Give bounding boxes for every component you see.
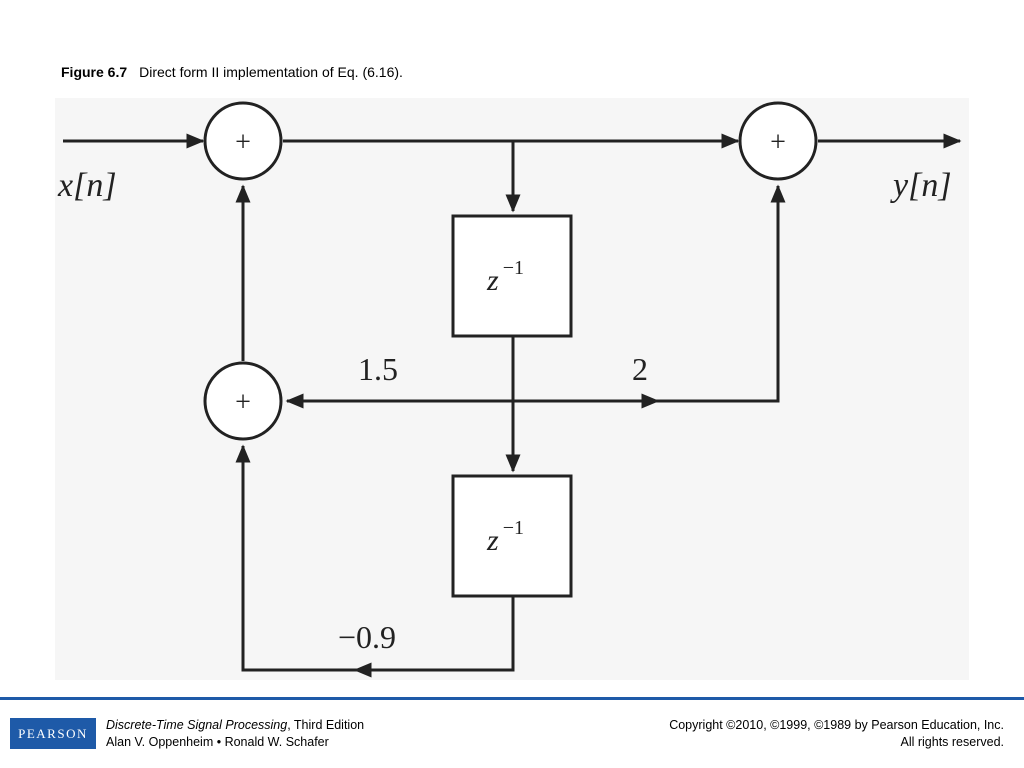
- pearson-logo: PEARSON: [10, 718, 96, 749]
- adder-feedback-symbol: +: [235, 387, 251, 418]
- book-edition: , Third Edition: [287, 718, 365, 732]
- book-info: Discrete-Time Signal Processing, Third E…: [106, 717, 364, 751]
- diagram-panel: + + + z−1 z−1 x[n] y[n] 1.5 2 −0.9: [55, 98, 969, 680]
- delay-1-base: z: [486, 264, 499, 297]
- delay-block-1: [451, 214, 573, 338]
- figure-number: Figure 6.7: [61, 64, 128, 80]
- rights-text: All rights reserved.: [900, 735, 1004, 749]
- figure-caption: Figure 6.7 Direct form II implementation …: [61, 64, 403, 80]
- delay-block-2: [451, 474, 573, 598]
- block-diagram: + + + z−1 z−1 x[n] y[n] 1.5 2 −0.9: [57, 101, 962, 678]
- coefficient-1-5: 1.5: [358, 351, 398, 387]
- coefficient-neg-0-9: −0.9: [338, 619, 396, 655]
- delay-1-exponent: −1: [503, 257, 524, 279]
- delay-2-label: z−1: [486, 517, 524, 557]
- input-label: x[n]: [57, 167, 117, 204]
- adder-input: [203, 101, 283, 181]
- adder-output: [738, 101, 818, 181]
- output-label: y[n]: [890, 167, 952, 204]
- book-authors: Alan V. Oppenheim • Ronald W. Schafer: [106, 735, 329, 749]
- figure-title: Direct form II implementation of Eq. (6.…: [139, 64, 403, 80]
- footer-divider: [0, 697, 1024, 700]
- book-title-line: Discrete-Time Signal Processing, Third E…: [106, 717, 364, 734]
- delay-2-exponent: −1: [503, 517, 524, 539]
- coefficient-2: 2: [632, 351, 648, 387]
- adder-output-symbol: +: [770, 127, 786, 158]
- book-title: Discrete-Time Signal Processing: [106, 718, 288, 732]
- delay-2-base: z: [486, 524, 499, 557]
- copyright-text: Copyright ©2010, ©1999, ©1989 by Pearson…: [669, 718, 1004, 732]
- copyright-info: Copyright ©2010, ©1999, ©1989 by Pearson…: [669, 717, 1004, 751]
- delay-1-label: z−1: [486, 257, 524, 297]
- adder-input-symbol: +: [235, 127, 251, 158]
- feedforward-line-1-continued: [655, 184, 786, 403]
- adder-feedback: [203, 361, 283, 441]
